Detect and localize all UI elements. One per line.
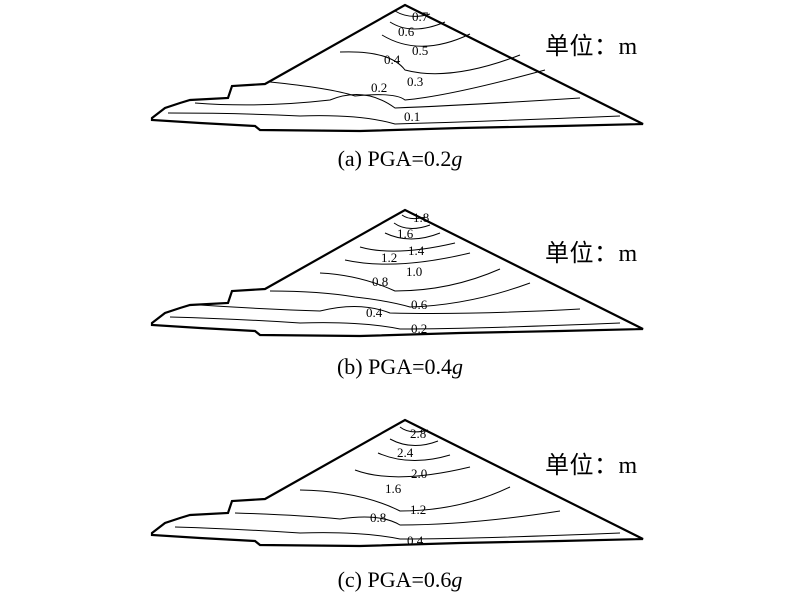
panel-b: 1.8 1.6 1.4 1.2 1.0 0.8 0.6 0.4 0.2 单位：m… [0,205,800,405]
contour-label: 1.0 [406,264,422,279]
contour-labels: 0.7 0.6 0.5 0.4 0.3 0.2 0.1 [371,9,429,124]
contour-label: 0.8 [372,274,388,289]
contour-label: 0.4 [366,305,383,320]
contour-line [194,94,581,109]
contour-label: 2.8 [410,426,426,441]
contour-line [389,438,439,446]
contour-label: 2.4 [397,445,414,460]
contour-label: 0.8 [370,510,386,525]
panel-caption: (c) PGA=0.6g [337,567,463,592]
contour-line [381,33,471,47]
contour-label: 0.4 [407,533,424,548]
contour-label: 0.2 [371,80,387,95]
dam-outline [150,418,644,548]
contour-line [377,452,451,462]
dam-outline [150,3,644,133]
contour-label: 2.0 [411,466,427,481]
contour-line [234,510,561,526]
contour-line [401,214,426,220]
contour-label: 0.7 [412,9,429,24]
unit-label: 单位：m [545,34,638,60]
contour-line [319,268,501,292]
contour-label: 0.6 [411,297,428,312]
contour-labels: 1.8 1.6 1.4 1.2 1.0 0.8 0.6 0.4 0.2 [366,210,429,336]
panel-a: 0.7 0.6 0.5 0.4 0.3 0.2 0.1 单位：m (a) PGA… [0,0,800,200]
contour-label: 0.5 [412,43,428,58]
contour-label: 0.3 [407,74,423,89]
panel-caption: (a) PGA=0.2g [337,146,463,171]
contour-label: 1.4 [408,243,425,258]
contour-label: 1.2 [410,502,426,517]
panel-c: 2.8 2.4 2.0 1.6 1.2 0.8 0.4 单位：m (c) PGA… [0,415,800,615]
contour-line [199,304,581,314]
contour-line [393,222,431,229]
contour-line [359,242,456,252]
contour-line [399,426,429,433]
contour-line [169,316,621,330]
contour-label: 1.2 [381,250,397,265]
contour-label: 1.6 [385,481,402,496]
contour-line [394,10,431,17]
contour-line [269,69,546,101]
unit-label: 单位：m [545,453,638,479]
dam-section-a: 0.7 0.6 0.5 0.4 0.3 0.2 0.1 [150,3,644,133]
contour-label: 0.6 [398,24,415,39]
contour-line [354,466,471,478]
contour-label: 0.1 [404,109,420,124]
contour-label: 1.8 [413,210,429,225]
dam-section-b: 1.8 1.6 1.4 1.2 1.0 0.8 0.6 0.4 0.2 [150,208,644,338]
contour-label: 0.2 [411,321,427,336]
contour-line [167,112,621,125]
contour-line [384,232,441,240]
contour-label: 1.6 [397,226,414,241]
contour-line [389,21,446,30]
contour-line [269,282,531,308]
panel-caption: (b) PGA=0.4g [336,354,464,379]
contour-line [299,486,511,512]
contour-line [174,526,621,540]
unit-label: 单位：m [545,241,638,267]
contour-label: 0.4 [384,52,401,67]
contour-line [344,252,471,265]
contour-line [339,51,521,75]
dam-outline [150,208,644,338]
dam-section-c: 2.8 2.4 2.0 1.6 1.2 0.8 0.4 [150,418,644,548]
contour-labels: 2.8 2.4 2.0 1.6 1.2 0.8 0.4 [370,426,427,548]
